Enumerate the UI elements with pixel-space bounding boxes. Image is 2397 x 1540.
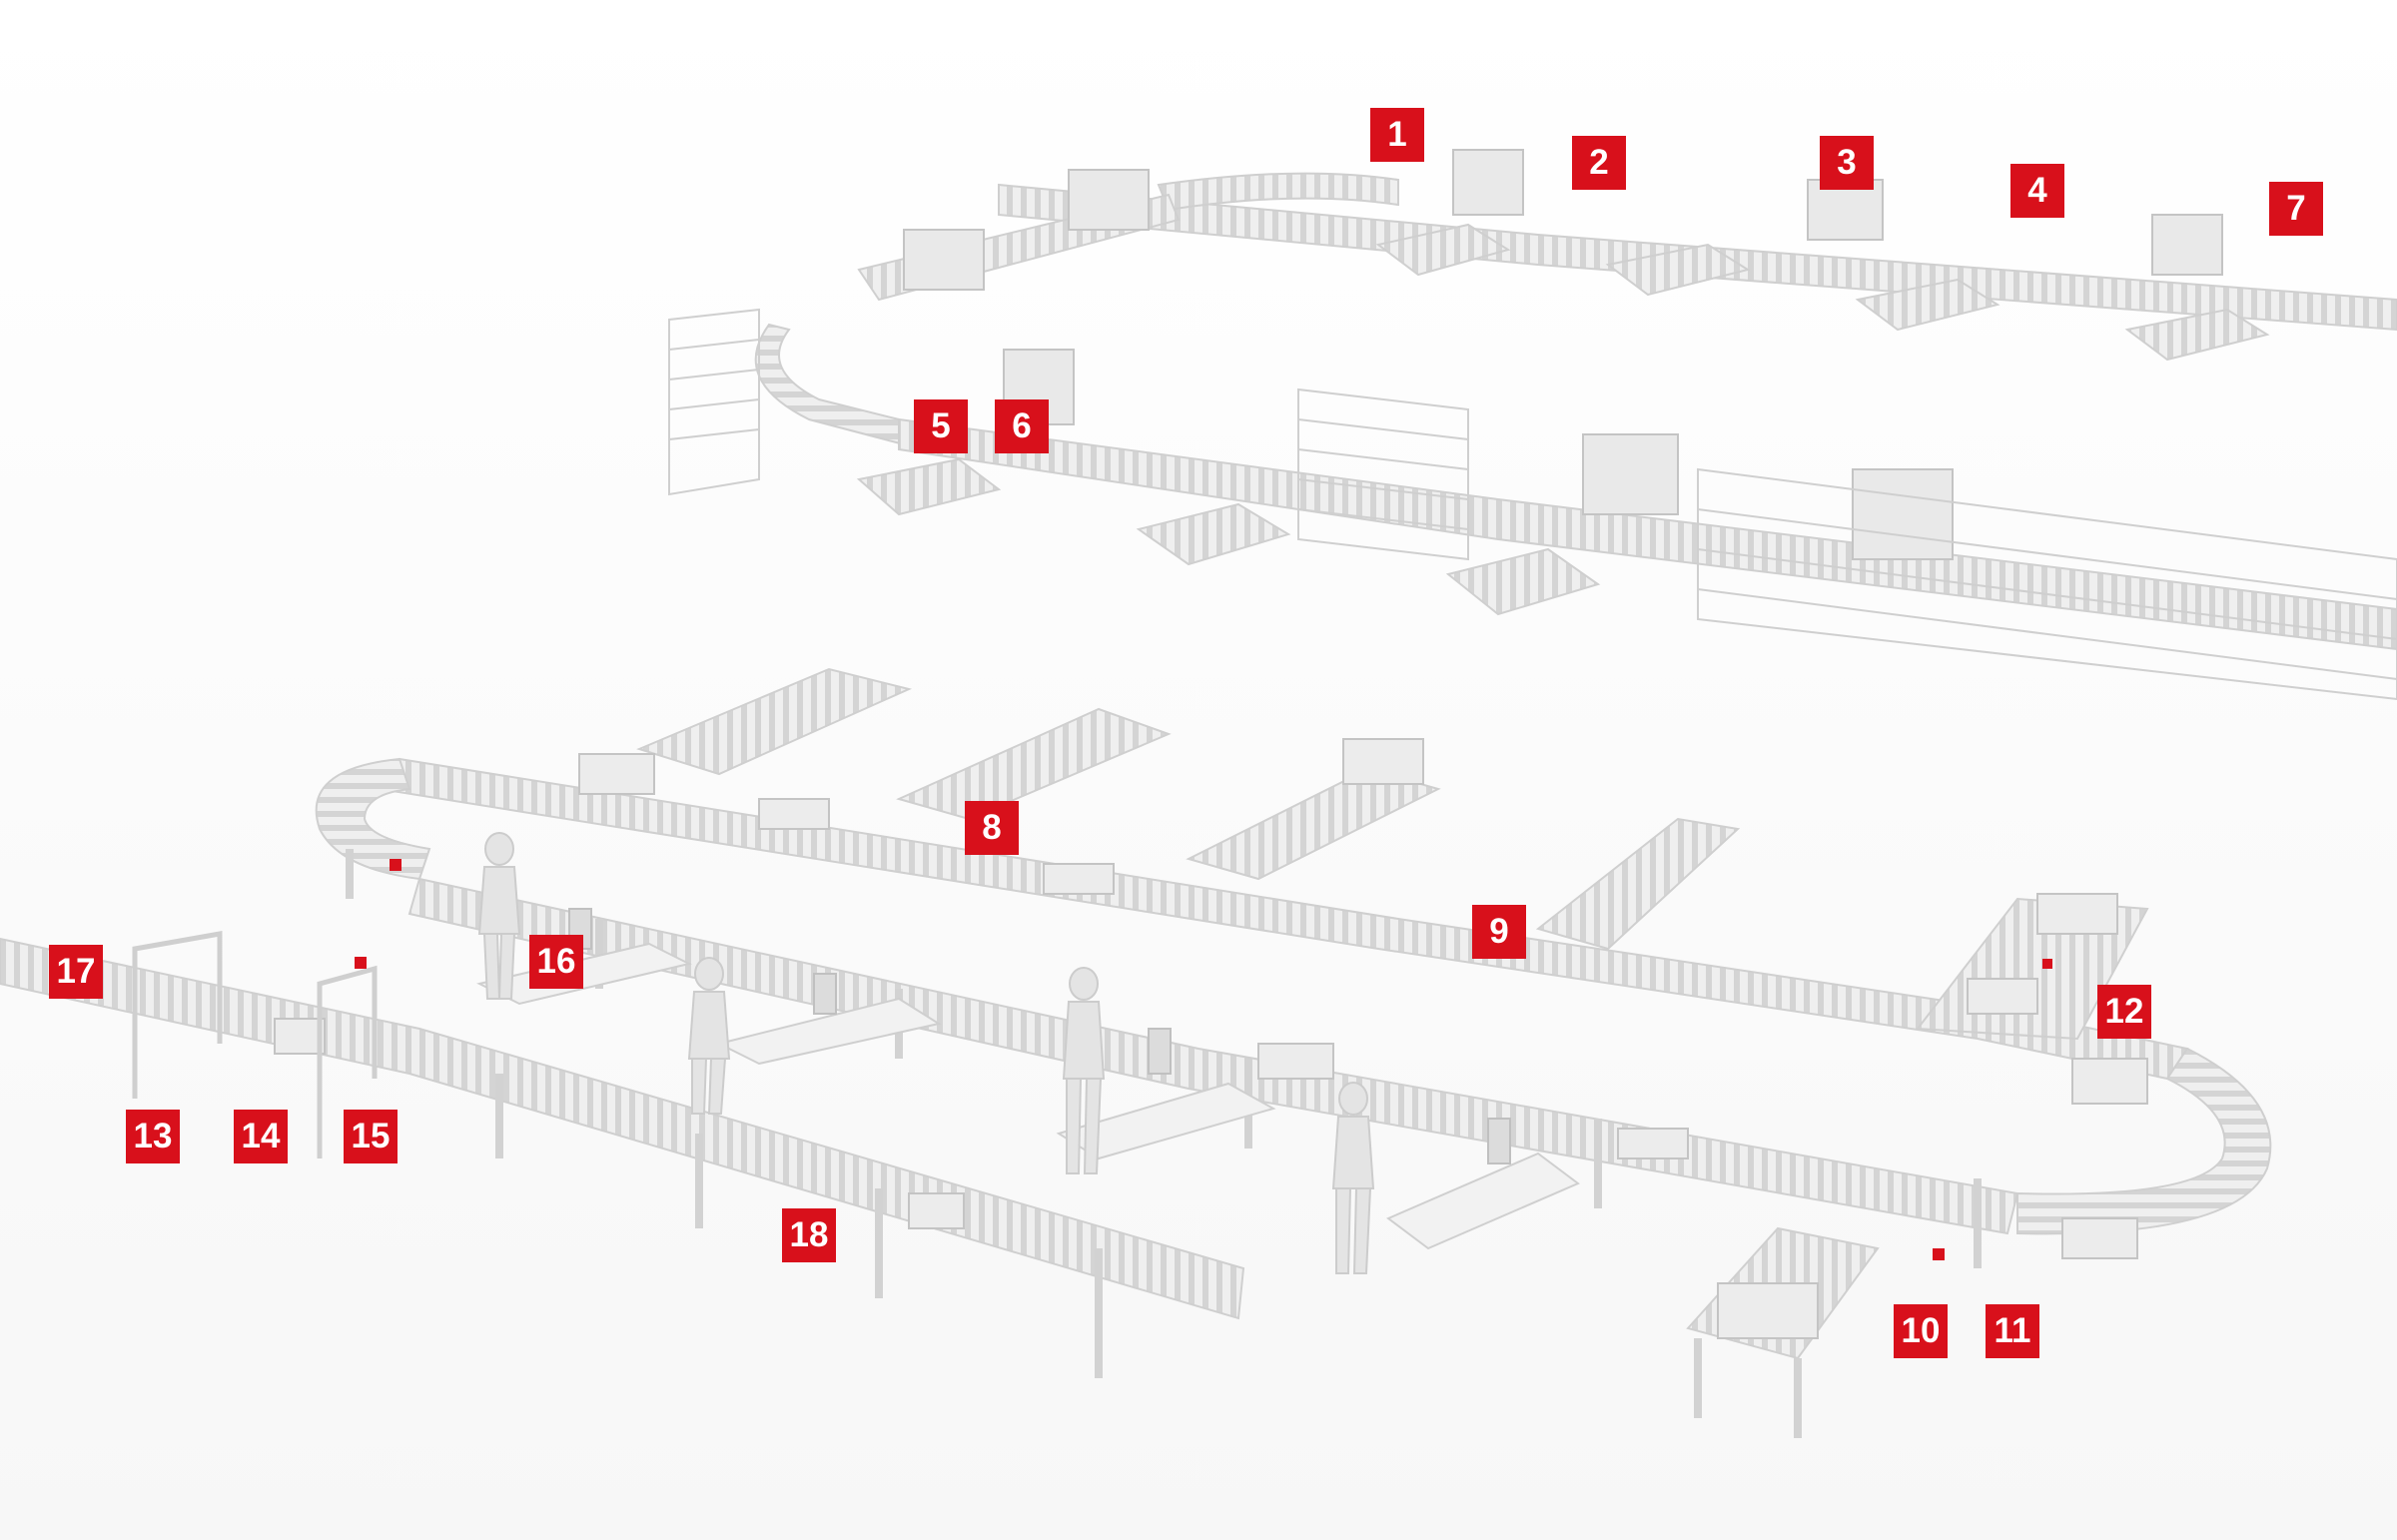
lower-carton-conveyor [0,667,2272,1438]
marker-14: 14 [234,1110,288,1163]
marker-9: 9 [1472,905,1526,959]
marker-18: 18 [782,1208,836,1262]
marker-2: 2 [1572,136,1626,190]
marker-17: 17 [49,945,103,999]
marker-10: 10 [1894,1304,1948,1358]
marker-16: 16 [529,935,583,989]
upper-pallet-conveyor [668,149,2397,701]
marker-1: 1 [1370,108,1424,162]
marker-13: 13 [126,1110,180,1163]
marker-4: 4 [2010,164,2064,218]
marker-11: 11 [1986,1304,2039,1358]
marker-3: 3 [1820,136,1874,190]
marker-8: 8 [965,801,1019,855]
worker-figures [477,832,1375,1274]
marker-5: 5 [914,399,968,453]
marker-15: 15 [344,1110,398,1163]
marker-7: 7 [2269,182,2323,236]
marker-6: 6 [995,399,1049,453]
scanner-gates [132,931,378,1158]
marker-12: 12 [2097,985,2151,1039]
